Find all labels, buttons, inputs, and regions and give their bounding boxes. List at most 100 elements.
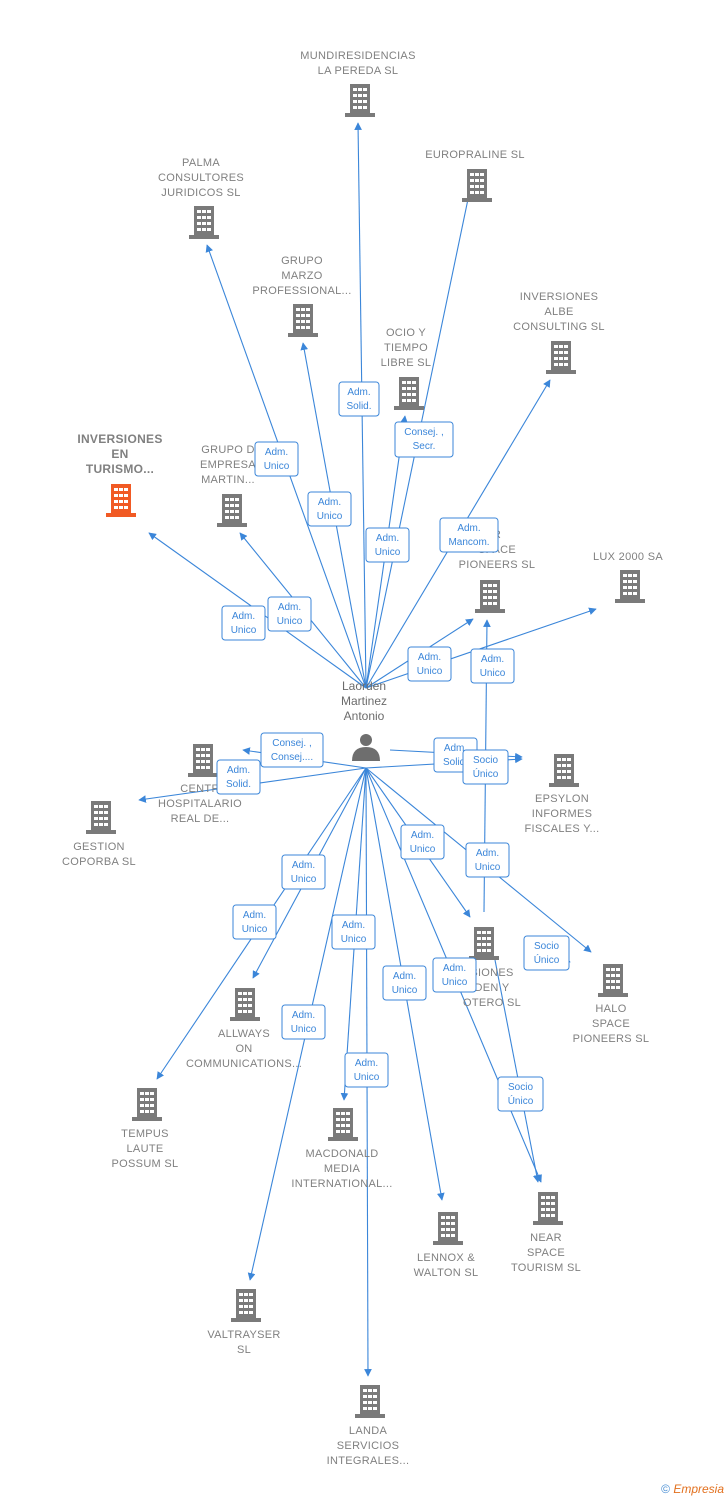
building-icon[interactable] [598, 964, 628, 997]
company-label-line[interactable]: SIONES [470, 967, 513, 979]
building-icon[interactable] [106, 484, 136, 517]
company-node-inversiones-laorden[interactable]: SIONES DEN Y OTERO SL [463, 927, 521, 1009]
company-label-line[interactable]: DEN Y [475, 982, 510, 994]
company-label-line[interactable]: INVERSIONES [520, 291, 599, 303]
company-label-line[interactable]: LIBRE SL [381, 357, 432, 369]
company-label-line[interactable]: INTERNATIONAL... [291, 1178, 392, 1190]
company-label-line[interactable]: CONSULTORES [158, 172, 244, 184]
building-icon[interactable] [230, 988, 260, 1021]
company-node-allways[interactable]: ALLWAYS ON COMMUNICATIONS... [186, 988, 302, 1070]
building-icon[interactable] [217, 494, 247, 527]
building-icon[interactable] [288, 304, 318, 337]
building-icon[interactable] [189, 206, 219, 239]
company-node-near-space[interactable]: NEAR SPACE TOURISM SL [511, 1192, 581, 1274]
company-label-line[interactable]: LANDA [349, 1425, 388, 1437]
company-label-line[interactable]: PROFESSIONAL... [252, 285, 351, 297]
building-icon[interactable] [533, 1192, 563, 1225]
person-name-line[interactable]: Antonio [344, 709, 385, 723]
company-label-line[interactable]: OTERO SL [463, 997, 521, 1009]
company-label-line[interactable]: COMMUNICATIONS... [186, 1058, 302, 1070]
company-node-lennox[interactable]: LENNOX & WALTON SL [414, 1212, 479, 1279]
building-icon[interactable] [475, 580, 505, 613]
building-icon[interactable] [86, 801, 116, 834]
company-label-line[interactable]: TURISMO... [86, 462, 154, 476]
company-label-line[interactable]: MARTIN... [201, 474, 255, 486]
company-node-epsylon[interactable]: EPSYLON INFORMES FISCALES Y... [524, 754, 599, 835]
company-label-line[interactable]: INTEGRALES... [327, 1455, 410, 1467]
company-label-line[interactable]: TEMPUS [121, 1128, 169, 1140]
company-label-line[interactable]: FISCALES Y... [524, 823, 599, 835]
company-label-line[interactable]: SPACE [592, 1018, 630, 1030]
company-label-line[interactable]: POSSUM SL [112, 1158, 179, 1170]
company-label-line[interactable]: PALMA [182, 157, 220, 169]
company-label-line[interactable]: MARZO [281, 270, 322, 282]
company-label-line[interactable]: ON [235, 1043, 252, 1055]
company-label-line[interactable]: EN [111, 447, 128, 461]
company-label-line[interactable]: PIONEERS SL [459, 559, 536, 571]
company-label-line[interactable]: LENNOX & [417, 1252, 475, 1264]
company-label-line[interactable]: TOURISM SL [511, 1262, 581, 1274]
company-label-line[interactable]: JURIDICOS SL [161, 187, 240, 199]
company-label-line[interactable]: CONSULTING SL [513, 321, 605, 333]
company-label-line[interactable]: NEAR [530, 1232, 562, 1244]
building-icon[interactable] [132, 1088, 162, 1121]
company-node-tempus[interactable]: TEMPUS LAUTE POSSUM SL [112, 1088, 179, 1170]
company-node-inversiones-turismo[interactable]: INVERSIONESENTURISMO... [77, 432, 162, 517]
building-icon[interactable] [615, 570, 645, 603]
company-label-line[interactable]: EUROPRALINE SL [425, 149, 525, 161]
company-label-line[interactable]: VALTRAYSER [207, 1329, 280, 1341]
company-label-line[interactable]: ALLWAYS [218, 1028, 270, 1040]
building-icon[interactable] [546, 341, 576, 374]
company-label-line[interactable]: LAUTE [127, 1143, 164, 1155]
company-label-line[interactable]: LA PEREDA SL [318, 65, 399, 77]
building-icon[interactable] [462, 169, 492, 202]
company-label-line[interactable]: SPACE [527, 1247, 565, 1259]
building-icon[interactable] [394, 377, 424, 410]
company-node-macdonald[interactable]: MACDONALD MEDIA INTERNATIONAL... [291, 1108, 392, 1190]
company-label-line[interactable]: EPSYLON [535, 793, 589, 805]
person-name-line[interactable]: Laorden [342, 679, 386, 693]
building-icon[interactable] [549, 754, 579, 787]
company-node-landa[interactable]: LANDA SERVICIOS INTEGRALES... [327, 1385, 410, 1467]
company-label-line[interactable]: TIEMPO [384, 342, 428, 354]
company-node-grupo-marzo[interactable]: GRUPO MARZO PROFESSIONAL... [252, 255, 351, 337]
company-label-line[interactable]: SL [237, 1344, 251, 1356]
company-label-line[interactable]: REAL DE... [171, 813, 230, 825]
building-icon[interactable] [469, 927, 499, 960]
company-label-line[interactable]: GESTION [73, 841, 125, 853]
company-node-europraline[interactable]: EUROPRALINE SL [425, 149, 525, 202]
company-node-valtrayser[interactable]: VALTRAYSER SL [207, 1289, 280, 1356]
company-label-line[interactable]: PIONEERS SL [573, 1033, 650, 1045]
company-label-line[interactable]: SERVICIOS [337, 1440, 399, 1452]
company-label-line[interactable]: LUX 2000 SA [593, 551, 663, 563]
company-label-line[interactable]: CENTR [180, 783, 219, 795]
company-node-inversiones-albe[interactable]: INVERSIONES ALBE CONSULTING SL [513, 291, 605, 374]
company-label-line[interactable]: GRUPO D [201, 444, 254, 456]
company-label-line[interactable]: HALO [595, 1003, 626, 1015]
company-label-line[interactable]: INFORMES [532, 808, 592, 820]
building-icon[interactable] [188, 744, 218, 777]
building-icon[interactable] [355, 1385, 385, 1418]
company-label-line[interactable]: GRUPO [281, 255, 323, 267]
building-icon[interactable] [231, 1289, 261, 1322]
company-node-mundiresidencias[interactable]: MUNDIRESIDENCIAS LA PEREDA SL [300, 50, 415, 117]
company-label-line[interactable]: INVERSIONES [77, 432, 162, 446]
person-icon[interactable] [352, 734, 380, 761]
company-node-grupo-empresarial[interactable]: GRUPO D EMPRESA MARTIN... [200, 444, 256, 527]
company-label-line[interactable]: EMPRESA [200, 459, 256, 471]
company-label-line[interactable]: ALBE [544, 306, 573, 318]
company-node-palma[interactable]: PALMA CONSULTORES JURIDICOS SL [158, 157, 244, 239]
company-node-ocio[interactable]: OCIO Y TIEMPO LIBRE SL [381, 327, 432, 410]
company-label-line[interactable]: MUNDIRESIDENCIAS [300, 50, 415, 62]
company-label-line[interactable]: WALTON SL [414, 1267, 479, 1279]
building-icon[interactable] [433, 1212, 463, 1245]
company-label-line[interactable]: OCIO Y [386, 327, 426, 339]
company-label-line[interactable]: MEDIA [324, 1163, 361, 1175]
footer-brand[interactable]: © Empresia [661, 1482, 724, 1496]
company-node-halo[interactable]: HALO SPACE PIONEERS SL [573, 964, 650, 1045]
company-label-line[interactable]: MACDONALD [306, 1148, 379, 1160]
building-icon[interactable] [345, 84, 375, 117]
